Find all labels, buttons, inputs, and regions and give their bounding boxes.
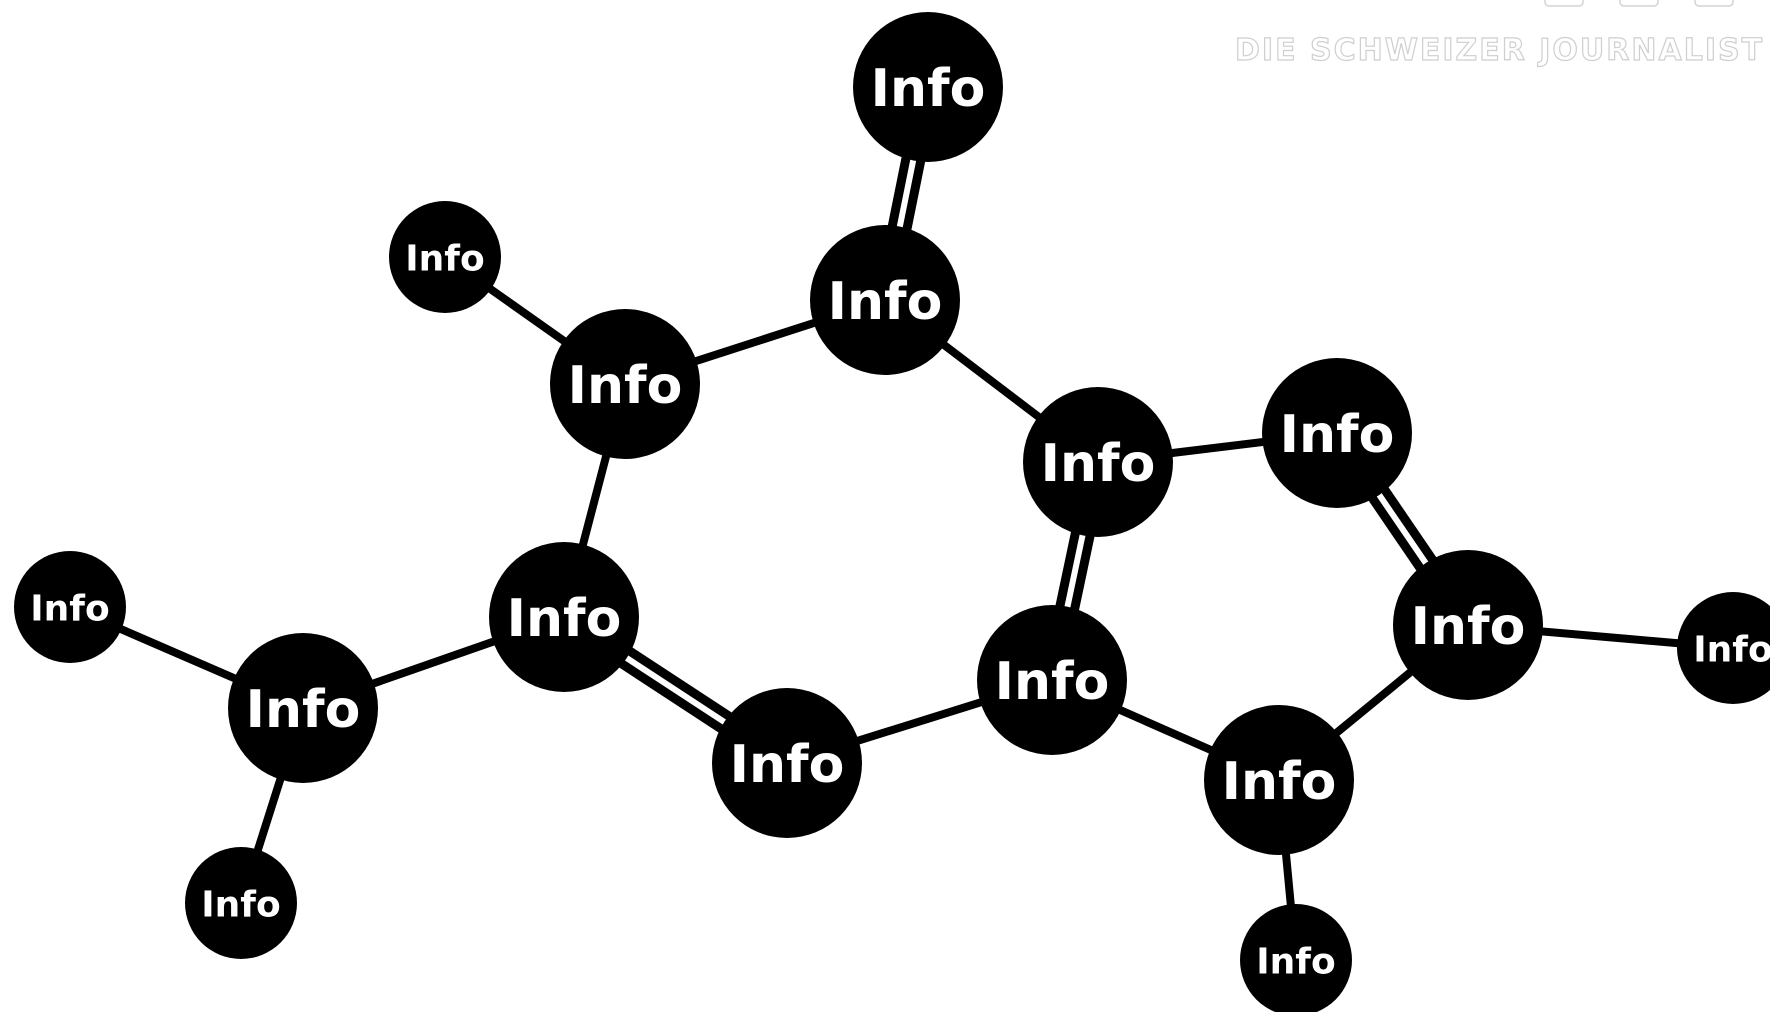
node-circle (389, 201, 501, 313)
node-label: Info (1693, 630, 1770, 671)
watermark-text: DIE SCHWEIZER JOURNALIST (1235, 33, 1764, 68)
node-circle (712, 688, 862, 838)
node-bottom-left-small: Info (185, 847, 297, 959)
watermark: DIE SCHWEIZER JOURNALIST (1234, 0, 1764, 69)
node-topleft-small: Info (389, 201, 501, 313)
node-label: Info (1222, 752, 1337, 812)
node-left-branch: Info (228, 633, 378, 783)
node-label: Info (1256, 942, 1335, 983)
node-label: Info (405, 239, 484, 280)
node-circle (1240, 904, 1352, 1012)
node-label: Info (246, 680, 361, 740)
node-circle (1023, 387, 1173, 537)
watermark-box-3 (1694, 0, 1734, 7)
node-left-small: Info (14, 551, 126, 663)
node-bottom-right-small: Info (1240, 904, 1352, 1012)
node-circle (14, 551, 126, 663)
node-circle (853, 12, 1003, 162)
node-circle (1204, 705, 1354, 855)
node-circle (1393, 550, 1543, 700)
watermark-box-2 (1619, 0, 1659, 7)
node-label: Info (201, 885, 280, 926)
node-label: Info (1411, 597, 1526, 657)
node-label: Info (568, 356, 683, 416)
node-label: Info (871, 59, 986, 119)
node-circle (1677, 592, 1770, 704)
node-label: Info (995, 652, 1110, 712)
node-midleft: Info (489, 542, 639, 692)
node-label: Info (1280, 405, 1395, 465)
node-label: Info (30, 589, 109, 630)
node-label: Info (730, 735, 845, 795)
node-label: Info (828, 272, 943, 332)
node-circle (185, 847, 297, 959)
node-label: Info (1041, 434, 1156, 494)
node-center-lower: Info (977, 605, 1127, 755)
node-edge-right: Info (1677, 592, 1770, 704)
node-circle (1262, 358, 1412, 508)
node-top: Info (853, 12, 1003, 162)
node-circle (550, 309, 700, 459)
node-label: Info (507, 589, 622, 649)
watermark-box-1 (1544, 0, 1584, 7)
node-midright: Info (1023, 387, 1173, 537)
node-upperleft: Info (550, 309, 700, 459)
node-circle (228, 633, 378, 783)
bonds-layer (68, 84, 1734, 961)
node-right: Info (1393, 550, 1543, 700)
node-bottom-right: Info (1204, 705, 1354, 855)
node-carbonyl: Info (810, 225, 960, 375)
node-circle (977, 605, 1127, 755)
node-circle (489, 542, 639, 692)
node-right-upper: Info (1262, 358, 1412, 508)
node-bottom-center: Info (712, 688, 862, 838)
node-circle (810, 225, 960, 375)
